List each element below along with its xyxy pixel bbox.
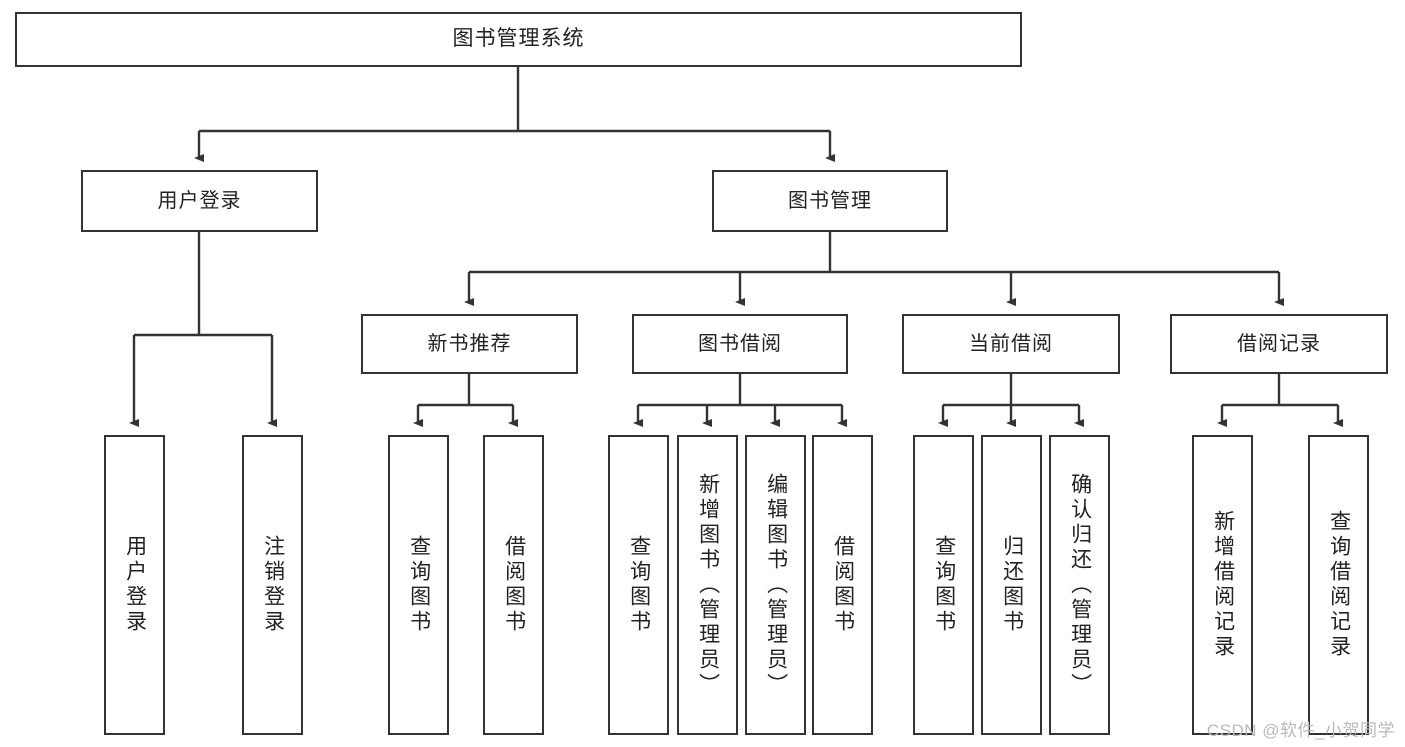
node-book-management[interactable]: 图书管理 bbox=[712, 170, 948, 232]
node-new-book-recommend[interactable]: 新书推荐 bbox=[361, 314, 578, 374]
leaf-logout[interactable]: 注销登录 bbox=[242, 435, 303, 735]
node-label: 查询图书 bbox=[407, 535, 431, 635]
node-label: 借阅记录 bbox=[1237, 332, 1321, 355]
leaf-edit-book-admin[interactable]: 编辑图书（管理员） bbox=[745, 435, 806, 735]
node-borrow-record[interactable]: 借阅记录 bbox=[1170, 314, 1388, 374]
leaf-query-book-current[interactable]: 查询图书 bbox=[913, 435, 974, 735]
node-label: 图书管理系统 bbox=[452, 27, 585, 51]
leaf-query-book-new[interactable]: 查询图书 bbox=[388, 435, 449, 735]
node-label: 用户登录 bbox=[157, 189, 242, 212]
node-book-borrow[interactable]: 图书借阅 bbox=[632, 314, 848, 374]
node-label: 归还图书 bbox=[1000, 535, 1024, 635]
node-label: 查询图书 bbox=[627, 535, 651, 635]
node-book-management-system[interactable]: 图书管理系统 bbox=[15, 12, 1022, 67]
node-label: 当前借阅 bbox=[969, 332, 1053, 355]
node-label: 用户登录 bbox=[123, 535, 147, 635]
node-label: 编辑图书（管理员） bbox=[764, 472, 788, 698]
leaf-query-borrow-record[interactable]: 查询借阅记录 bbox=[1308, 435, 1369, 735]
node-label: 新书推荐 bbox=[427, 332, 512, 355]
node-label: 借阅图书 bbox=[831, 535, 855, 635]
node-current-borrow[interactable]: 当前借阅 bbox=[902, 314, 1120, 374]
leaf-borrow-book-new[interactable]: 借阅图书 bbox=[483, 435, 544, 735]
node-user-login[interactable]: 用户登录 bbox=[81, 170, 318, 232]
leaf-return-book[interactable]: 归还图书 bbox=[981, 435, 1042, 735]
node-label: 借阅图书 bbox=[502, 535, 526, 635]
node-label: 图书管理 bbox=[788, 189, 872, 212]
node-label: 注销登录 bbox=[261, 535, 285, 635]
leaf-query-book-borrow[interactable]: 查询图书 bbox=[608, 435, 669, 735]
node-label: 查询图书 bbox=[932, 535, 956, 635]
leaf-add-borrow-record[interactable]: 新增借阅记录 bbox=[1192, 435, 1253, 735]
leaf-confirm-return-admin[interactable]: 确认归还（管理员） bbox=[1049, 435, 1110, 735]
node-label: 新增图书（管理员） bbox=[696, 472, 720, 698]
node-label: 新增借阅记录 bbox=[1211, 510, 1235, 660]
node-label: 确认归还（管理员） bbox=[1068, 472, 1092, 698]
csdn-watermark: CSDN @软件_小贺同学 bbox=[1206, 721, 1395, 740]
node-label: 图书借阅 bbox=[698, 332, 782, 355]
leaf-borrow-book[interactable]: 借阅图书 bbox=[812, 435, 873, 735]
leaf-user-login[interactable]: 用户登录 bbox=[104, 435, 165, 735]
node-label: 查询借阅记录 bbox=[1327, 510, 1351, 660]
leaf-add-book-admin[interactable]: 新增图书（管理员） bbox=[677, 435, 738, 735]
